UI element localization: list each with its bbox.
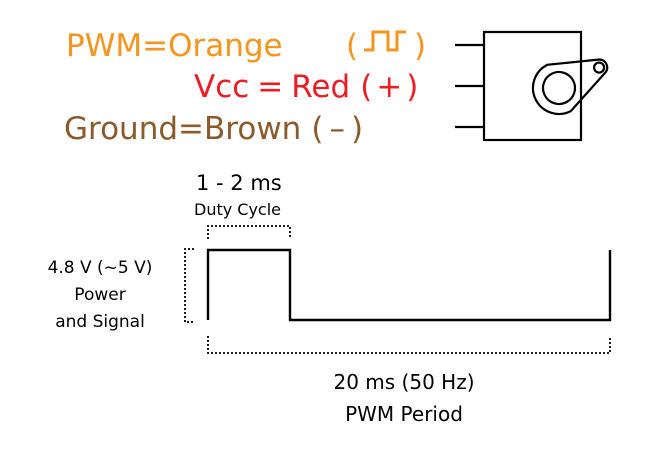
pwm-waveform	[206, 248, 612, 322]
duty-cycle-label: Duty Cycle	[194, 200, 281, 219]
ground-label: Ground=Brown (–)	[64, 111, 363, 147]
vcc-paren-close: )	[406, 69, 418, 105]
pwm-color-word: Orange	[168, 28, 283, 64]
ground-color-word: Brown	[204, 111, 301, 147]
wire-legend: PWM=Orange ( ) Vcc=Red(+) Ground=Brown(–…	[64, 28, 426, 147]
vcc-name: Vcc	[194, 69, 249, 105]
ground-eq: =	[178, 111, 204, 147]
ground-name: Ground	[64, 111, 178, 147]
servo-icon	[455, 30, 609, 142]
pwm-eq: =	[142, 28, 168, 64]
servo-horn-icon	[531, 58, 609, 116]
vcc-label: Vcc=Red (+)	[194, 69, 418, 105]
pwm-name: PWM	[66, 28, 142, 64]
period-label: PWM Period	[345, 402, 463, 426]
power-label: Power	[74, 285, 125, 305]
duty-time-label: 1 - 2 ms	[196, 171, 282, 195]
ground-paren-open: (	[311, 111, 323, 147]
signal-label: and Signal	[55, 312, 145, 332]
voltage-bracket	[184, 248, 194, 323]
period-bracket	[207, 336, 611, 354]
period-time-label: 20 ms (50 Hz)	[333, 370, 474, 394]
servo-body	[482, 30, 583, 142]
pwm-label: PWM=Orange	[66, 28, 283, 64]
vcc-paren-open: (	[360, 69, 372, 105]
pwm-square-wave-icon	[364, 30, 406, 52]
vcc-color-word: Red	[291, 69, 350, 105]
ground-minus-symbol: –	[329, 111, 345, 147]
vcc-plus-symbol: +	[376, 69, 402, 105]
voltage-label: 4.8 V (~5 V)	[48, 258, 153, 278]
pwm-paren-close: )	[414, 28, 426, 64]
vcc-eq: =	[257, 69, 283, 105]
ground-paren-close: )	[351, 111, 363, 147]
timing-diagram: 1 - 2 ms Duty Cycle 4.8 V (~5 V) Power a…	[48, 171, 612, 426]
duty-bracket	[207, 225, 291, 239]
pwm-paren-open: (	[346, 28, 358, 64]
